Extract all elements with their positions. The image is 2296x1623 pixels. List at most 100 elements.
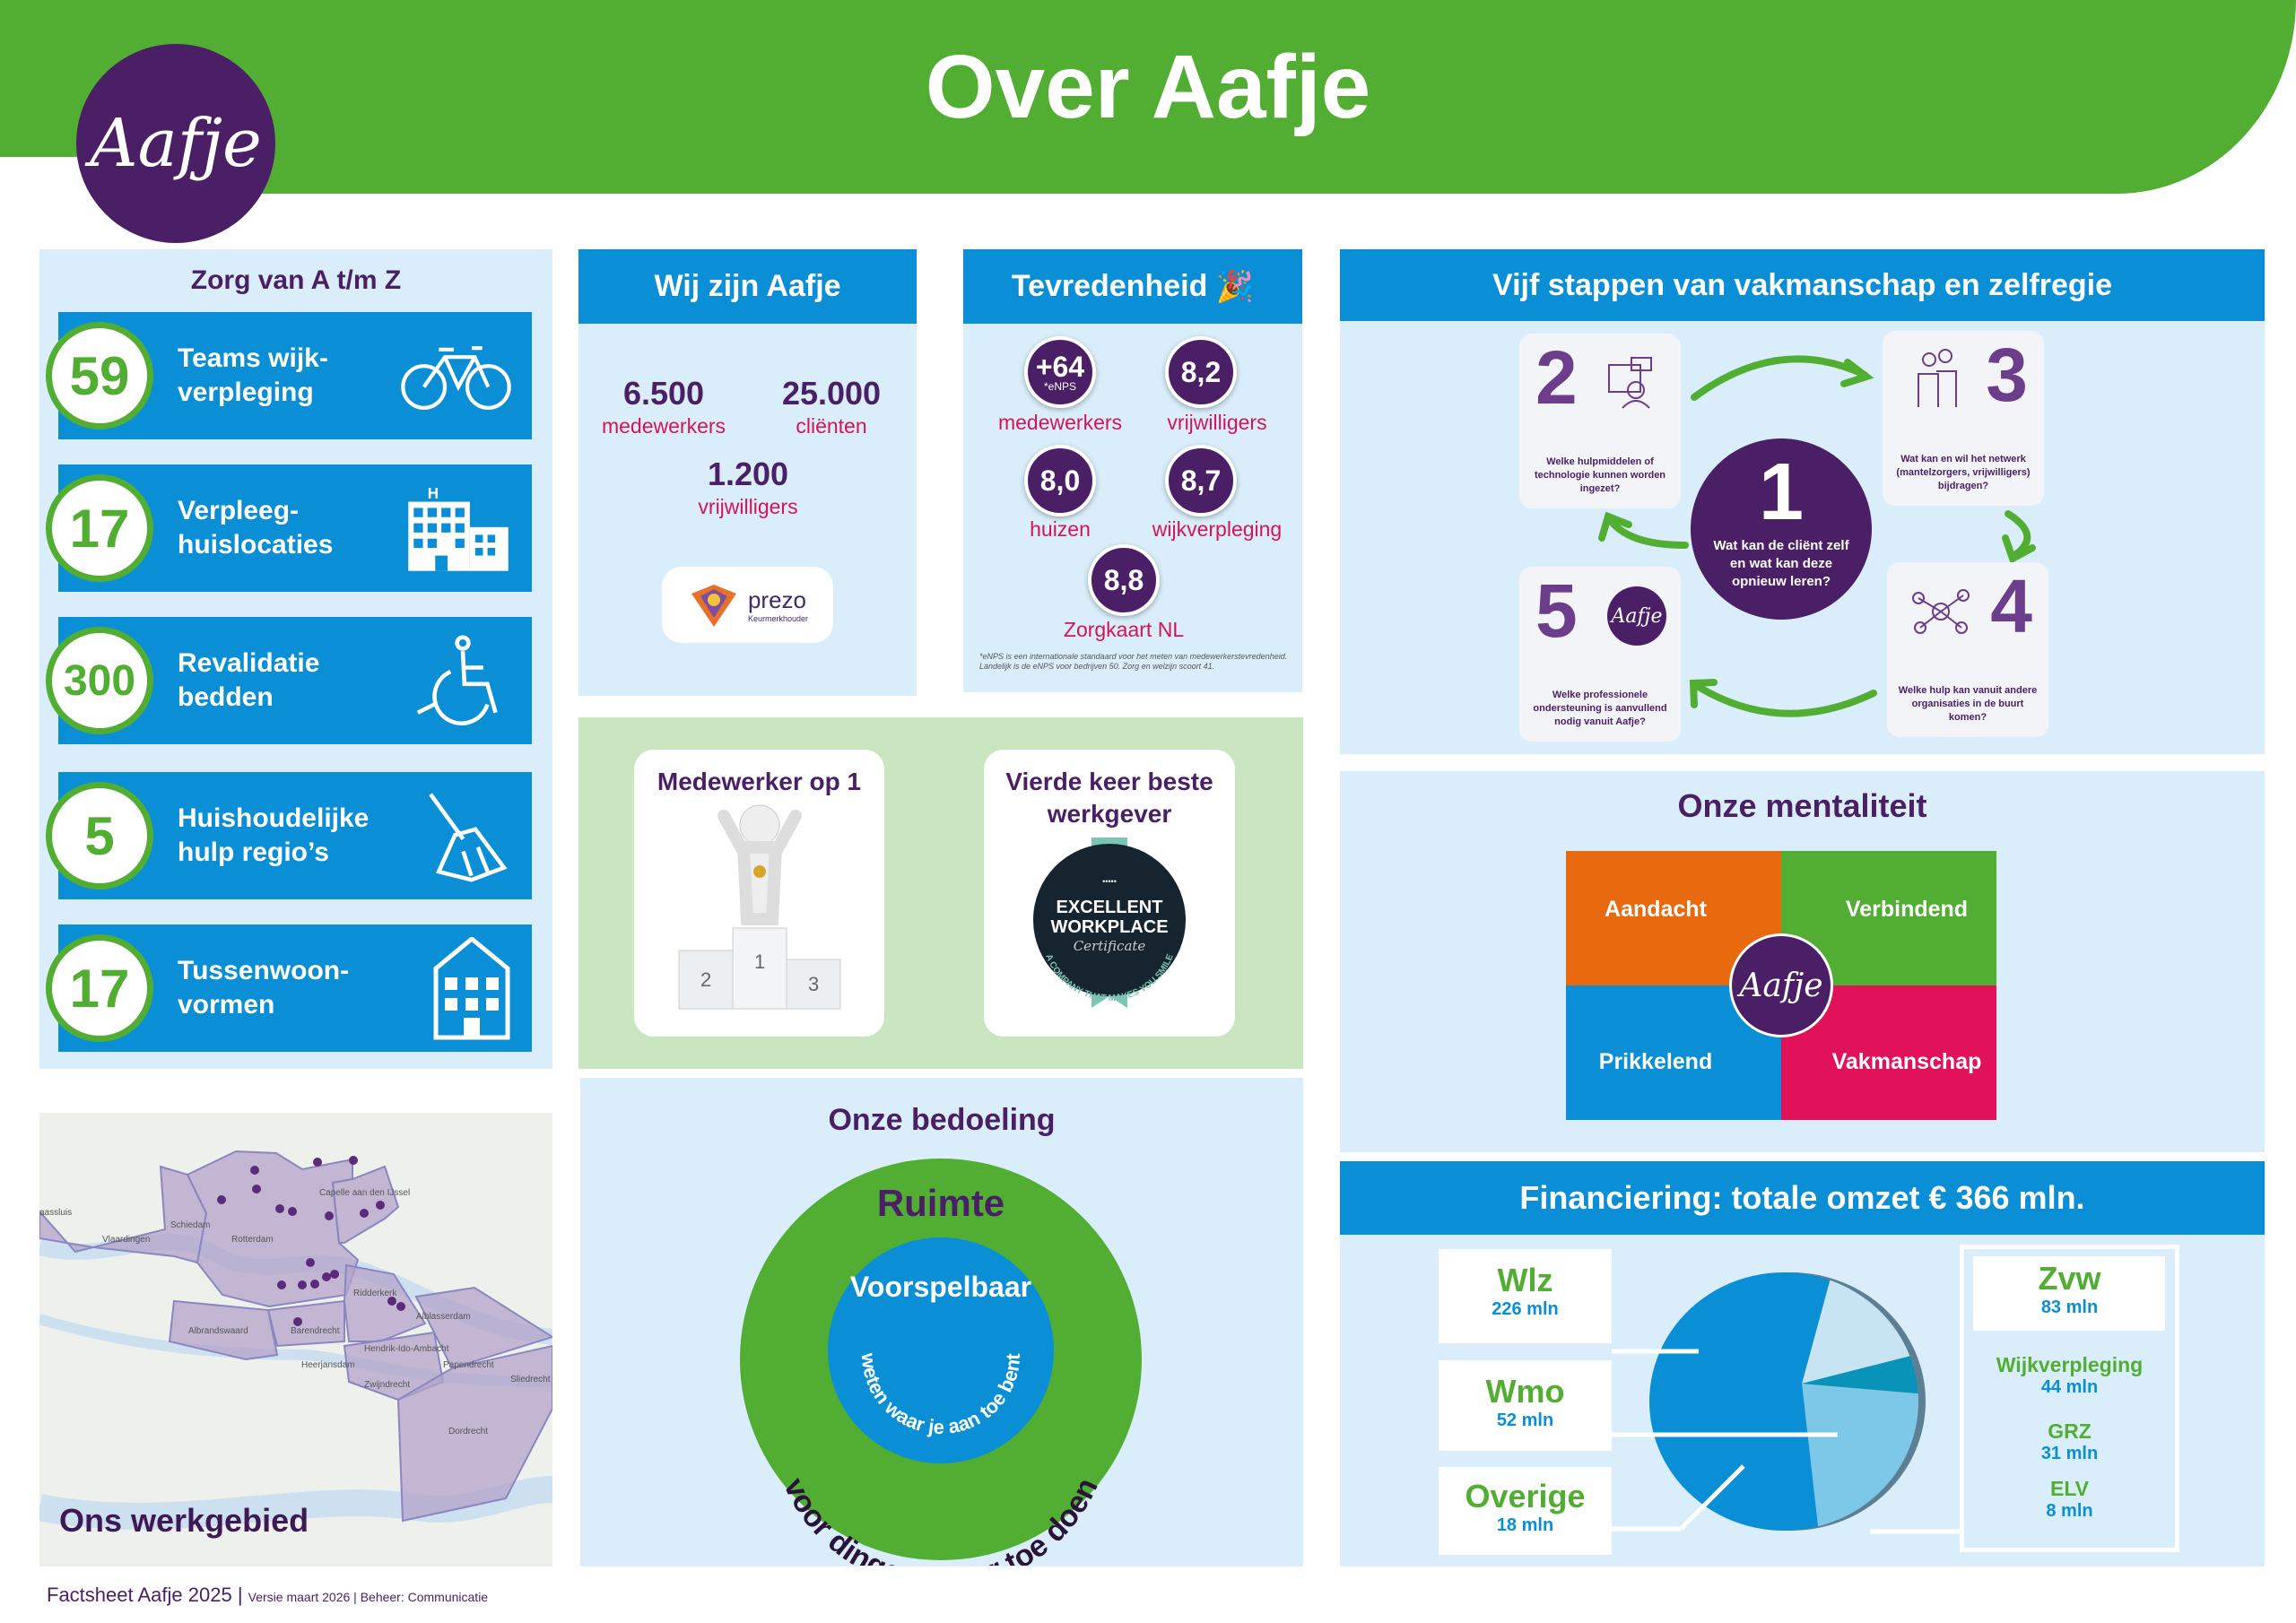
bedoeling-panel: Onze bedoeling Ruimte Voorspelbaar weten… [580, 1078, 1303, 1567]
score-value: +64 [1035, 351, 1085, 383]
financiering-panel: Financiering: totale omzet € 366 mln. Wl… [1340, 1161, 2265, 1567]
step-question: Welke hulpmiddelen of technologie kunnen… [1534, 456, 1666, 494]
fin-value: 52 mln [1496, 1410, 1554, 1430]
map-graphic [39, 1150, 552, 1530]
stappen-title: Vijf stappen van vakmanschap en zelfregi… [1340, 249, 2265, 321]
award-title: Vierde keer beste werkgever [1005, 768, 1213, 828]
broom-icon [429, 793, 508, 882]
page-title: Over Aafje [925, 37, 1371, 137]
award-title: Medewerker op 1 [657, 768, 862, 795]
people-network-icon [1918, 349, 1957, 407]
step-card-5: 5 Aafje Welke professionele ondersteunin… [1519, 567, 1681, 742]
region-vlaardingen-schiedam [39, 1165, 208, 1264]
excellent-workplace-badge: ••••• EXCELLENT WORKPLACE Certificate A … [1033, 838, 1186, 1008]
stat-value: 1.200 [707, 456, 789, 492]
step-number: 2 [1535, 335, 1578, 420]
vijf-stappen-panel: Vijf stappen van vakmanschap en zelfregi… [1340, 249, 2265, 754]
financiering-title: Financiering: totale omzet € 366 mln. [1340, 1161, 2265, 1235]
prezo-logo-icon [691, 585, 736, 627]
fin-name: GRZ [2048, 1419, 2092, 1443]
cycle-arrows [1598, 355, 2036, 717]
map-place-label: Dordrecht [448, 1427, 488, 1436]
aafje-logo: Aafje [1729, 933, 1833, 1037]
podium-3: 3 [808, 973, 819, 995]
fin-name: Zvw [2038, 1260, 2101, 1297]
awards-panel: Medewerker op 1 1 2 3 Vierde keer beste … [578, 717, 1303, 1069]
footer: Factsheet Aafje 2025 | Versie maart 2026… [47, 1584, 488, 1607]
step-question: Welke professionele ondersteuning is aan… [1533, 690, 1667, 727]
wij-zijn-aafje-panel: Wij zijn Aafje 6.500 medewerkers 25.000 … [578, 249, 917, 696]
map-place-label: Albrandswaard [188, 1326, 248, 1336]
bedoeling-diagram: Ruimte Voorspelbaar weten waar je aan to… [740, 1159, 1142, 1566]
organisation-network-icon [1912, 589, 1970, 634]
podium-1: 1 [754, 950, 765, 973]
building-icon: H [408, 484, 509, 571]
fin-value: 18 mln [1496, 1515, 1554, 1535]
fin-value: 83 mln [2040, 1298, 2099, 1317]
fin-value: 226 mln [1492, 1299, 1559, 1319]
zorg-item: 59 Teams wijk- verpleging [46, 312, 532, 439]
footer-sub: Versie maart 2026 | Beheer: Communicatie [248, 1590, 489, 1604]
map-place-label: Heerjansdam [301, 1360, 355, 1370]
zorg-title: Zorg van A t/m Z [190, 265, 402, 295]
tevredenheid-panel: Tevredenheid 🎉 +64*eNPS medewerkers 8,2 … [963, 249, 1302, 692]
map-place-label: Barendrecht [291, 1326, 340, 1336]
step-card-4: 4 Welke hulp kan vanuit andere organisat… [1887, 562, 2048, 737]
header-bar [0, 0, 2296, 194]
score-badge: 8,2 [1165, 336, 1237, 408]
badge-line1: EXCELLENT [1057, 898, 1163, 917]
score-label: medewerkers [997, 411, 1123, 434]
inner-circle [828, 1237, 1054, 1463]
zorg-item: 300 Revalidatie bedden [46, 617, 532, 744]
fin-value: 44 mln [2040, 1377, 2099, 1397]
arrow-icon [1691, 681, 1877, 717]
fin-value: 8 mln [2046, 1501, 2093, 1521]
fin-name: Wijkverpleging [1996, 1353, 2144, 1376]
map-place-label: Capelle aan den IJssel [319, 1188, 411, 1198]
score-value: 8,8 [1103, 564, 1144, 596]
pie-leader-line [1679, 1464, 1745, 1531]
computer-user-icon [1608, 357, 1652, 409]
map-place-label: Schiedam [170, 1220, 211, 1230]
score-badge: +64*eNPS [1024, 336, 1096, 408]
score-label: huizen [1030, 517, 1091, 541]
zorg-item: 17 Verpleeg- huislocaties H [46, 464, 532, 592]
arrow-icon [1605, 515, 1689, 549]
inner-label: Voorspelbaar [850, 1271, 1031, 1303]
enps-footnote: *eNPS is een internationale standaard vo… [979, 652, 1288, 671]
footer-main: Factsheet Aafje 2025 | [47, 1584, 243, 1606]
zorg-item-value: 59 [46, 322, 153, 430]
arrow-icon [1691, 355, 1868, 401]
map-place-label: Sliedrecht [510, 1375, 551, 1384]
step-question: Wat kan en wil het netwerk (mantelzorger… [1896, 454, 2031, 491]
score-badge: 8,8 [1088, 544, 1160, 616]
zorg-item-label: Tussenwoon- vormen [178, 956, 350, 1020]
bicycle-icon [401, 346, 511, 410]
stat-label: vrijwilligers [698, 495, 798, 518]
pie-slice-wmo [1802, 1280, 1910, 1384]
map-place-label: Rotterdam [231, 1235, 274, 1245]
zorg-item-value: 5 [46, 782, 153, 890]
region-alblasserdam [414, 1286, 552, 1370]
stat-label: cliënten [796, 414, 867, 438]
region-albrandswaard [168, 1299, 279, 1361]
step-card-2: 2 Welke hulpmiddelen of technologie kunn… [1519, 334, 1681, 508]
score-label: wijkverpleging [1152, 517, 1283, 541]
step-card-3: 3 Wat kan en wil het netwerk (mantelzorg… [1883, 331, 2044, 506]
step-number: 4 [1990, 564, 2032, 648]
fin-value: 31 mln [2040, 1444, 2099, 1463]
region-barendrecht [266, 1299, 345, 1348]
score-badge: 8,0 [1024, 445, 1096, 516]
podium-2: 2 [700, 968, 711, 991]
pie-slice-zvw [1802, 1384, 1918, 1527]
puzzle-verbindend: Verbindend [1781, 851, 1996, 985]
score-label: Zorgkaart NL [1063, 618, 1185, 641]
prezo-sub: Keurmerkhouder [747, 614, 809, 623]
